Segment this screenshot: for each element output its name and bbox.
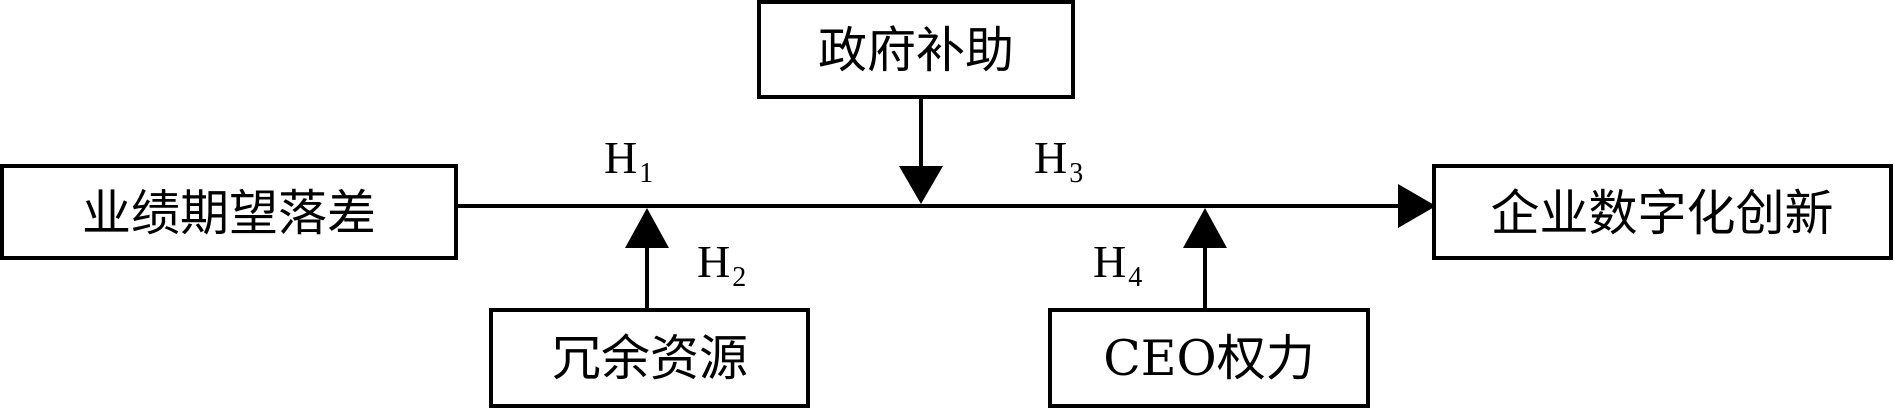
hypothesis-h4-letter: H: [1093, 236, 1126, 287]
moderator-left-box: 冗余资源: [489, 308, 810, 408]
hypothesis-h3-letter: H: [1034, 132, 1067, 183]
moderator-left-arrowhead: [625, 208, 669, 248]
moderator-top-box: 政府补助: [757, 0, 1075, 99]
dependent-variable-box: 企业数字化创新: [1432, 164, 1893, 260]
hypothesis-h4-label: H4: [1093, 236, 1142, 293]
hypothesis-h3-label: H3: [1034, 132, 1083, 189]
moderator-top-label: 政府补助: [818, 22, 1014, 79]
moderator-right-arrowhead: [1183, 208, 1227, 248]
independent-variable-label: 业绩期望落差: [82, 185, 376, 242]
moderator-top-arrowhead: [899, 166, 943, 204]
moderator-right-box: CEO权力: [1048, 308, 1370, 408]
moderator-left-label: 冗余资源: [552, 330, 748, 387]
hypothesis-h2-label: H2: [697, 236, 746, 293]
main-path-arrowhead: [1398, 184, 1436, 228]
hypothesis-h4-subscript: 4: [1128, 262, 1142, 293]
hypothesis-h1-label: H1: [604, 132, 653, 189]
moderator-right-label: CEO权力: [1103, 330, 1314, 387]
hypothesis-h1-subscript: 1: [639, 158, 653, 189]
hypothesis-h2-subscript: 2: [732, 262, 746, 293]
hypothesis-h2-letter: H: [697, 236, 730, 287]
independent-variable-box: 业绩期望落差: [0, 164, 458, 260]
dependent-variable-label: 企业数字化创新: [1490, 185, 1833, 242]
hypothesis-h3-subscript: 3: [1069, 158, 1083, 189]
hypothesis-h1-letter: H: [604, 132, 637, 183]
